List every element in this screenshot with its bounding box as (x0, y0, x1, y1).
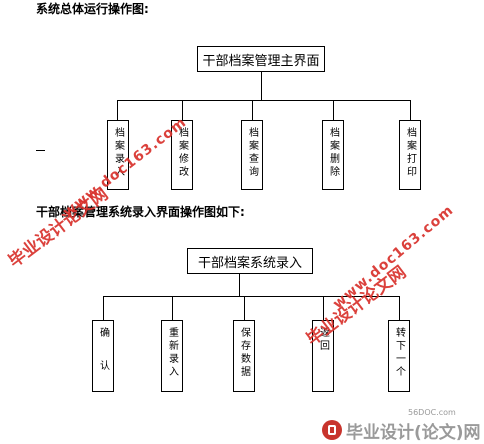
diagram1-root-connector (261, 72, 262, 100)
diagram2-node-4: 返回 (312, 320, 334, 392)
diagram1-node-4-label: 档案删除 (327, 127, 339, 179)
footer-logo-text: 毕业设计(论文)网 (346, 422, 481, 443)
diagram1-root-label: 干部档案管理主界面 (202, 53, 320, 69)
diagram2-node-4-label: 返回 (317, 327, 329, 353)
diagram1-node-1-label: 档案录入 (112, 127, 124, 179)
diagram1-node-5-label: 档案打印 (404, 127, 416, 179)
diagram1-node-2-label: 档案修改 (176, 127, 188, 179)
diagram2-node-1-label: 确 认 (97, 327, 109, 381)
diagram2-drop-4 (323, 296, 324, 320)
footer-logo: 毕业设计(论文)网 (322, 418, 482, 443)
diagram2-drop-5 (399, 296, 400, 320)
diagram1-node-2: 档案修改 (171, 120, 193, 190)
diagram2-drop-1 (103, 296, 104, 320)
diagram2-node-5: 转下一个 (388, 320, 410, 392)
diagram2-drop-3 (244, 296, 245, 320)
diagram2-node-2-label: 重新录入 (166, 327, 178, 379)
diagram1-drop-4 (333, 100, 334, 120)
diagram2-node-2: 重新录入 (161, 320, 183, 392)
diagram2-heading: 干部档案管理系统录入界面操作图如下: (36, 205, 245, 219)
diagram1-root-box: 干部档案管理主界面 (197, 46, 325, 72)
diagram2-bus-line (103, 296, 400, 297)
diagram2-root-connector (239, 274, 240, 296)
diagram1-node-3-label: 档案查询 (246, 127, 258, 179)
diagram2-node-3-label: 保存数据 (238, 327, 250, 379)
diagram2-node-1: 确 认 (92, 320, 114, 392)
diagram1-node-5: 档案打印 (399, 120, 421, 190)
watermark-text-1: 毕业设计论文网 (5, 184, 113, 272)
diagram1-node-1: 档案录入 (107, 120, 129, 190)
diagram2-root-label: 干部档案系统录入 (197, 255, 302, 271)
diagram2-node-5-label: 转下一个 (393, 327, 405, 379)
footer-small-watermark: 56DOC.com (408, 408, 456, 417)
book-logo-icon (322, 420, 342, 440)
diagram1-bus-line (117, 100, 411, 101)
diagram1-heading: 系统总体运行操作图: (36, 2, 149, 16)
margin-dash-mark (36, 150, 45, 151)
diagram1-node-3: 档案查询 (241, 120, 263, 190)
diagram1-drop-2 (182, 100, 183, 120)
diagram2-root-box: 干部档案系统录入 (187, 248, 313, 274)
diagram2-drop-2 (172, 296, 173, 320)
diagram1-drop-3 (252, 100, 253, 120)
diagram1-node-4: 档案删除 (322, 120, 344, 190)
diagram1-drop-5 (410, 100, 411, 120)
diagram2-node-3: 保存数据 (233, 320, 255, 392)
diagram1-drop-1 (117, 100, 118, 120)
